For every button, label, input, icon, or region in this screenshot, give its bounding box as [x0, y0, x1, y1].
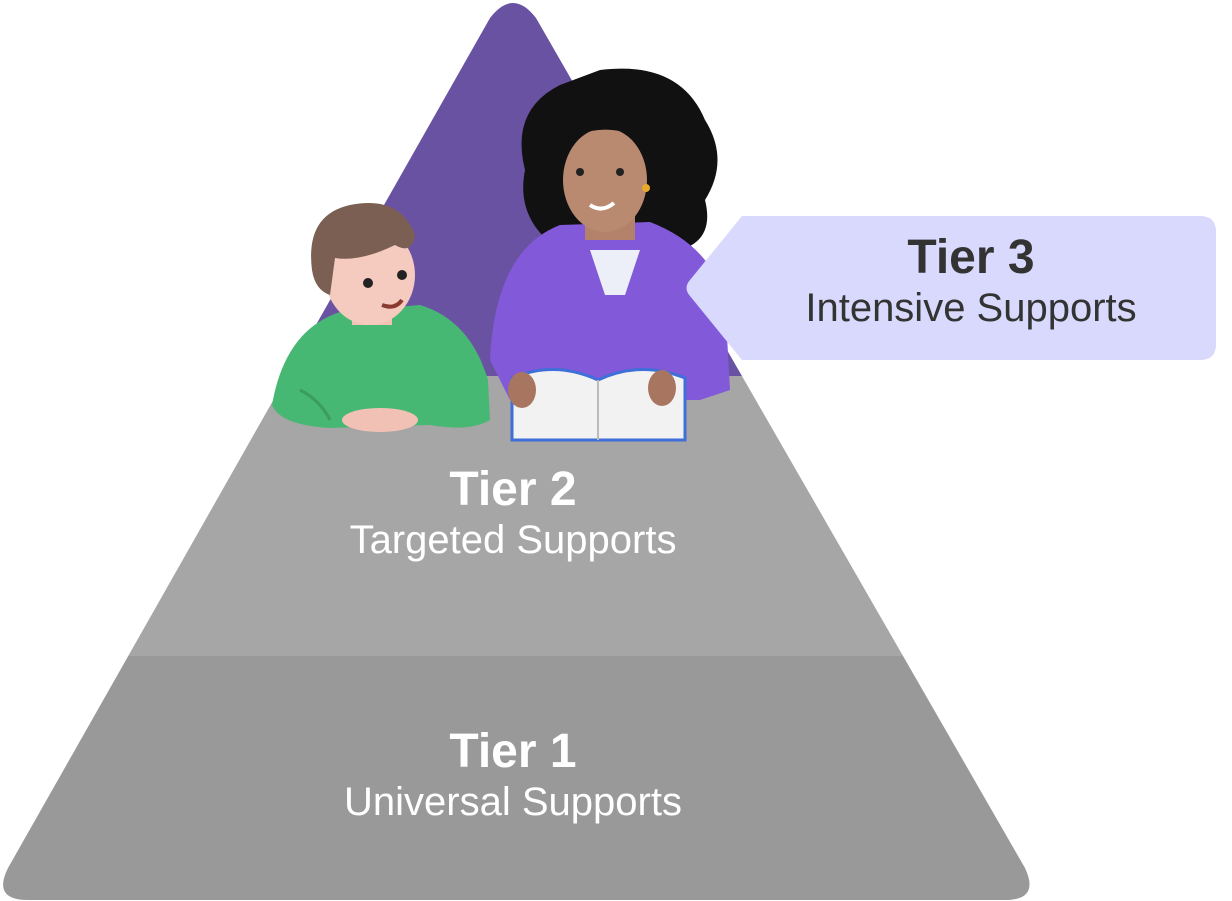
tier-3-callout: Tier 3 Intensive Supports [686, 216, 1216, 360]
tier-1-subtitle: Universal Supports [344, 780, 682, 825]
tier-1-band [3, 656, 1030, 900]
tier-2-title: Tier 2 [449, 463, 577, 516]
tier-3-title: Tier 3 [907, 231, 1035, 284]
boy-illustration [272, 203, 490, 432]
tier-1-label: Tier 1 Universal Supports [260, 724, 766, 825]
woman-illustration [490, 68, 730, 442]
tier-2-subtitle: Targeted Supports [349, 518, 677, 563]
tier-2-label: Tier 2 Targeted Supports [300, 462, 726, 563]
tier-3-subtitle: Intensive Supports [805, 286, 1137, 331]
tier-1-title: Tier 1 [449, 725, 577, 778]
